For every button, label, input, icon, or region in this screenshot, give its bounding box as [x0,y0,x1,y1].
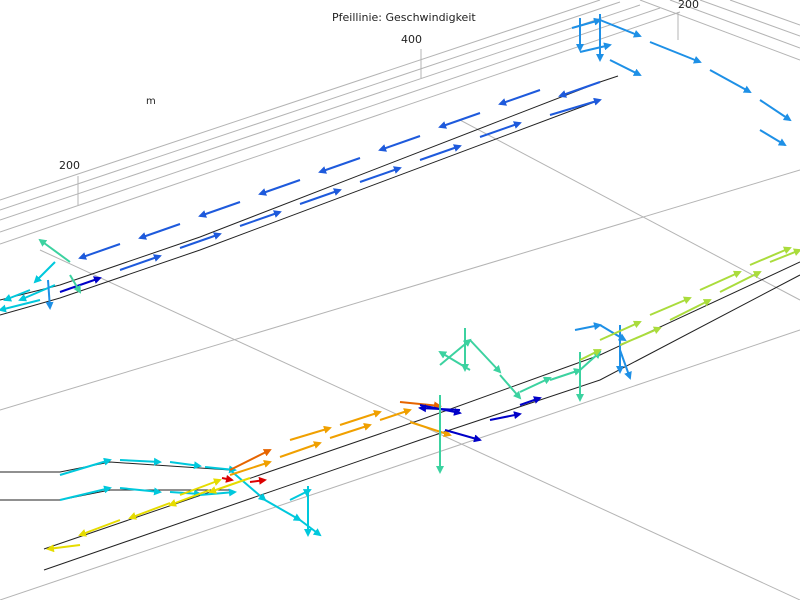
velocity-arrow [599,320,642,341]
velocity-arrow [749,246,792,266]
velocity-arrow [128,502,171,520]
velocity-arrow [299,519,322,537]
velocity-arrow [279,441,322,458]
velocity-arrow [198,201,241,218]
velocity-arrow [579,42,612,53]
velocity-arrow [759,99,792,122]
velocity-arrow [619,349,632,380]
velocity-arrow [359,166,402,183]
velocity-arrow [249,476,267,485]
velocity-arrow [719,271,762,293]
velocity-arrow [46,544,81,553]
trajectory-paths [0,75,800,571]
velocity-arrow [33,261,56,284]
velocity-arrow [59,457,112,476]
velocity-arrow [444,429,482,443]
velocity-arrow [519,376,552,393]
velocity-arrow [759,129,787,147]
tick-label-200-right: 200 [678,0,699,11]
velocity-arrow [489,411,522,421]
velocity-arrow [399,401,442,410]
velocity-arrow [549,368,582,381]
velocity-arrow [599,19,642,38]
velocity-arrow [419,144,462,161]
velocity-arrow [499,374,522,400]
velocity-arrow [78,519,121,537]
velocity-arrow [78,243,121,260]
velocity-arrow [59,485,112,501]
velocity-arrow [438,112,481,129]
velocity-arrow [669,299,712,321]
velocity-arrow [229,460,272,476]
velocity-arrow [769,248,800,263]
velocity-arrow [379,408,412,421]
velocity-arrow [179,478,222,496]
velocity-arrows [0,14,800,553]
velocity-arrow [45,279,54,310]
velocity-arrow [619,326,662,346]
velocity-arrow [119,487,162,496]
velocity-arrow [299,188,342,205]
velocity-arrow [69,274,82,294]
tick-label-200-left: 200 [59,159,80,172]
velocity-arrow [59,276,102,293]
velocity-arrow [221,474,234,483]
plot-title: Pfeillinie: Geschwindigkeit [332,11,476,24]
tick-label-400: 400 [401,33,422,46]
velocity-arrow [169,461,202,470]
velocity-arrow [119,457,162,466]
velocity-arrow [119,254,162,271]
velocity-arrow [199,488,237,497]
velocity-arrow [498,89,541,106]
velocity-arrow [208,477,251,494]
velocity-arrow [378,135,421,152]
velocity-arrow [258,179,301,196]
velocity-arrow [318,157,361,174]
velocity-arrow [609,59,642,76]
velocity-arrow [0,299,41,313]
velocity-arrow [229,449,272,471]
velocity-arrow [179,232,222,249]
axis-unit-label: m [146,96,156,107]
velocity-arrow [699,270,742,291]
velocity-arrow [709,69,752,93]
velocity-arrow [168,489,211,507]
velocity-arrow [264,499,302,521]
velocity-arrow [574,322,602,331]
velocity-arrow [519,396,542,406]
velocity-arrow [579,349,602,361]
velocity-arrow [469,339,502,374]
velocity-arrow [649,296,692,316]
velocity-arrow [549,97,602,116]
velocity-arrow [649,41,702,64]
velocity-arrow [409,421,452,437]
velocity-arrow [571,17,602,29]
velocity-arrow [289,425,332,441]
velocity-arrow [229,469,267,502]
velocity-arrow [329,423,372,439]
velocity-arrow [3,289,31,302]
velocity-arrow [289,489,312,501]
velocity-arrow [339,410,382,426]
velocity-arrow [38,238,71,263]
velocity-arrow [138,223,181,240]
velocity-arrow [479,121,522,138]
velocity-arrow [558,81,601,98]
velocity-arrow [239,210,282,227]
